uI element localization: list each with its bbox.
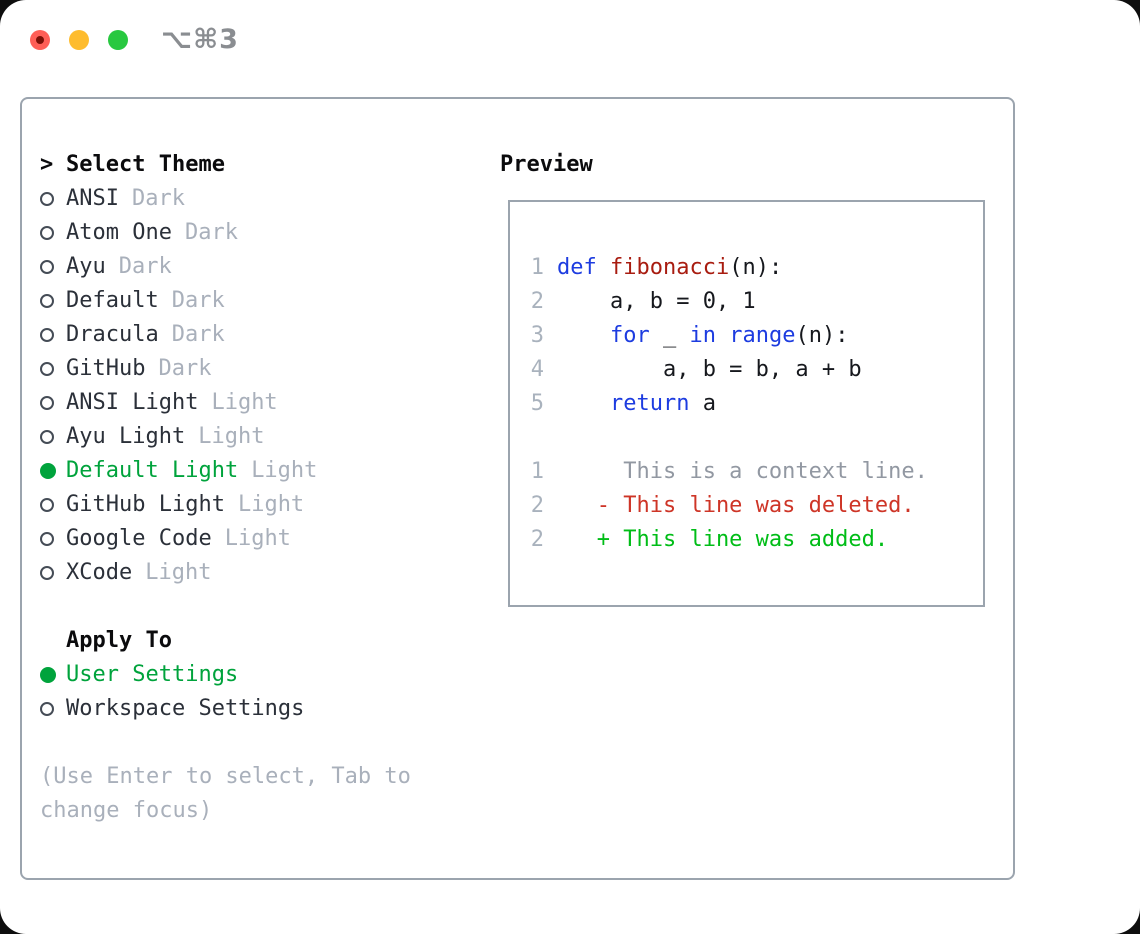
apply-option-label: Workspace Settings: [66, 696, 305, 721]
theme-option-default[interactable]: Default Dark: [40, 284, 485, 318]
radio-icon: [40, 430, 66, 444]
theme-option-ayu[interactable]: Ayu Dark: [40, 250, 485, 284]
titlebar: ⌥⌘3: [30, 24, 239, 55]
line-number: 3: [530, 323, 544, 348]
radio-icon: [40, 396, 66, 410]
window-title-shortcut: ⌥⌘3: [161, 24, 239, 55]
code-line: 5 return a: [530, 387, 983, 421]
diff-line: 1 This is a context line.: [530, 455, 983, 489]
theme-option-xcode[interactable]: XCode Light: [40, 556, 485, 590]
close-dot-icon: [36, 36, 44, 44]
radio-selected-icon: [40, 463, 66, 479]
line-number: 2: [530, 289, 544, 314]
theme-variant-tag: Light: [211, 390, 278, 415]
theme-variant-tag: Dark: [184, 220, 238, 245]
radio-icon: [40, 702, 66, 716]
theme-variant-tag: Light: [224, 526, 291, 551]
theme-variant-tag: Light: [251, 458, 318, 483]
line-number: 1: [530, 255, 544, 280]
radio-icon: [40, 260, 66, 274]
line-number: 2: [530, 493, 544, 518]
radio-icon: [40, 328, 66, 342]
minimize-button[interactable]: [69, 30, 89, 50]
theme-option-atom-one[interactable]: Atom One Dark: [40, 216, 485, 250]
theme-option-label: Google Code: [66, 526, 212, 551]
theme-option-ansi[interactable]: ANSI Dark: [40, 182, 485, 216]
radio-icon: [40, 192, 66, 206]
line-number: 4: [530, 357, 544, 382]
theme-option-label: Default: [66, 288, 159, 313]
theme-option-ayu-light[interactable]: Ayu Light Light: [40, 420, 485, 454]
theme-variant-tag: Light: [198, 424, 265, 449]
line-number: 2: [530, 527, 544, 552]
theme-variant-tag: Dark: [171, 322, 225, 347]
radio-icon: [40, 566, 66, 580]
radio-icon: [40, 498, 66, 512]
spacer: [40, 726, 485, 760]
theme-variant-tag: Dark: [118, 254, 172, 279]
theme-option-google-code[interactable]: Google Code Light: [40, 522, 485, 556]
focus-caret-icon: >: [40, 152, 54, 177]
apply-option-user-settings[interactable]: User Settings: [40, 658, 485, 692]
spacer: [530, 421, 983, 455]
select-theme-header: > Select Theme: [40, 148, 485, 182]
radio-icon: [40, 226, 66, 240]
theme-option-label: Ayu: [66, 254, 106, 279]
theme-option-label: Ayu Light: [66, 424, 186, 449]
theme-option-label: XCode: [66, 560, 133, 585]
apply-option-workspace-settings[interactable]: Workspace Settings: [40, 692, 485, 726]
radio-icon: [40, 362, 66, 376]
apply-to-title: Apply To: [66, 628, 172, 653]
theme-variant-tag: Dark: [131, 186, 185, 211]
theme-variant-tag: Dark: [158, 356, 212, 381]
theme-option-label: Dracula: [66, 322, 159, 347]
spacer: [40, 590, 485, 624]
select-theme-title: Select Theme: [66, 152, 225, 177]
line-number: 5: [530, 391, 544, 416]
theme-option-dracula[interactable]: Dracula Dark: [40, 318, 485, 352]
line-number: 1: [530, 459, 544, 484]
close-button[interactable]: [30, 30, 50, 50]
zoom-button[interactable]: [108, 30, 128, 50]
theme-variant-tag: Light: [237, 492, 305, 517]
theme-option-label: Default Light: [66, 458, 239, 483]
diff-line: 2 - This line was deleted.: [530, 489, 983, 523]
theme-option-label: ANSI Light: [66, 390, 199, 415]
theme-option-label: Atom One: [66, 220, 172, 245]
code-line: 4 a, b = b, a + b: [530, 353, 983, 387]
theme-option-label: GitHub: [66, 356, 146, 381]
preview-title: Preview: [500, 152, 593, 177]
theme-option-default-light[interactable]: Default Light Light: [40, 454, 485, 488]
radio-selected-icon: [40, 667, 66, 683]
radio-icon: [40, 294, 66, 308]
apply-option-label: User Settings: [66, 662, 239, 687]
code-line: 3 for _ in range(n):: [530, 319, 983, 353]
hint-text: (Use Enter to select, Tab to change focu…: [40, 764, 411, 823]
diff-preview: 1 This is a context line.2 - This line w…: [530, 455, 983, 557]
code-line: 2 a, b = 0, 1: [530, 285, 983, 319]
theme-option-github-light[interactable]: GitHub Light Light: [40, 488, 485, 522]
theme-variant-tag: Light: [145, 560, 212, 585]
theme-option-label: GitHub Light: [66, 492, 225, 517]
apply-to-header: Apply To: [40, 624, 485, 658]
diff-line: 2 + This line was added.: [530, 523, 983, 557]
theme-variant-tag: Dark: [171, 288, 225, 313]
theme-option-ansi-light[interactable]: ANSI Light Light: [40, 386, 485, 420]
radio-icon: [40, 532, 66, 546]
theme-option-github[interactable]: GitHub Dark: [40, 352, 485, 386]
theme-option-label: ANSI: [66, 186, 119, 211]
